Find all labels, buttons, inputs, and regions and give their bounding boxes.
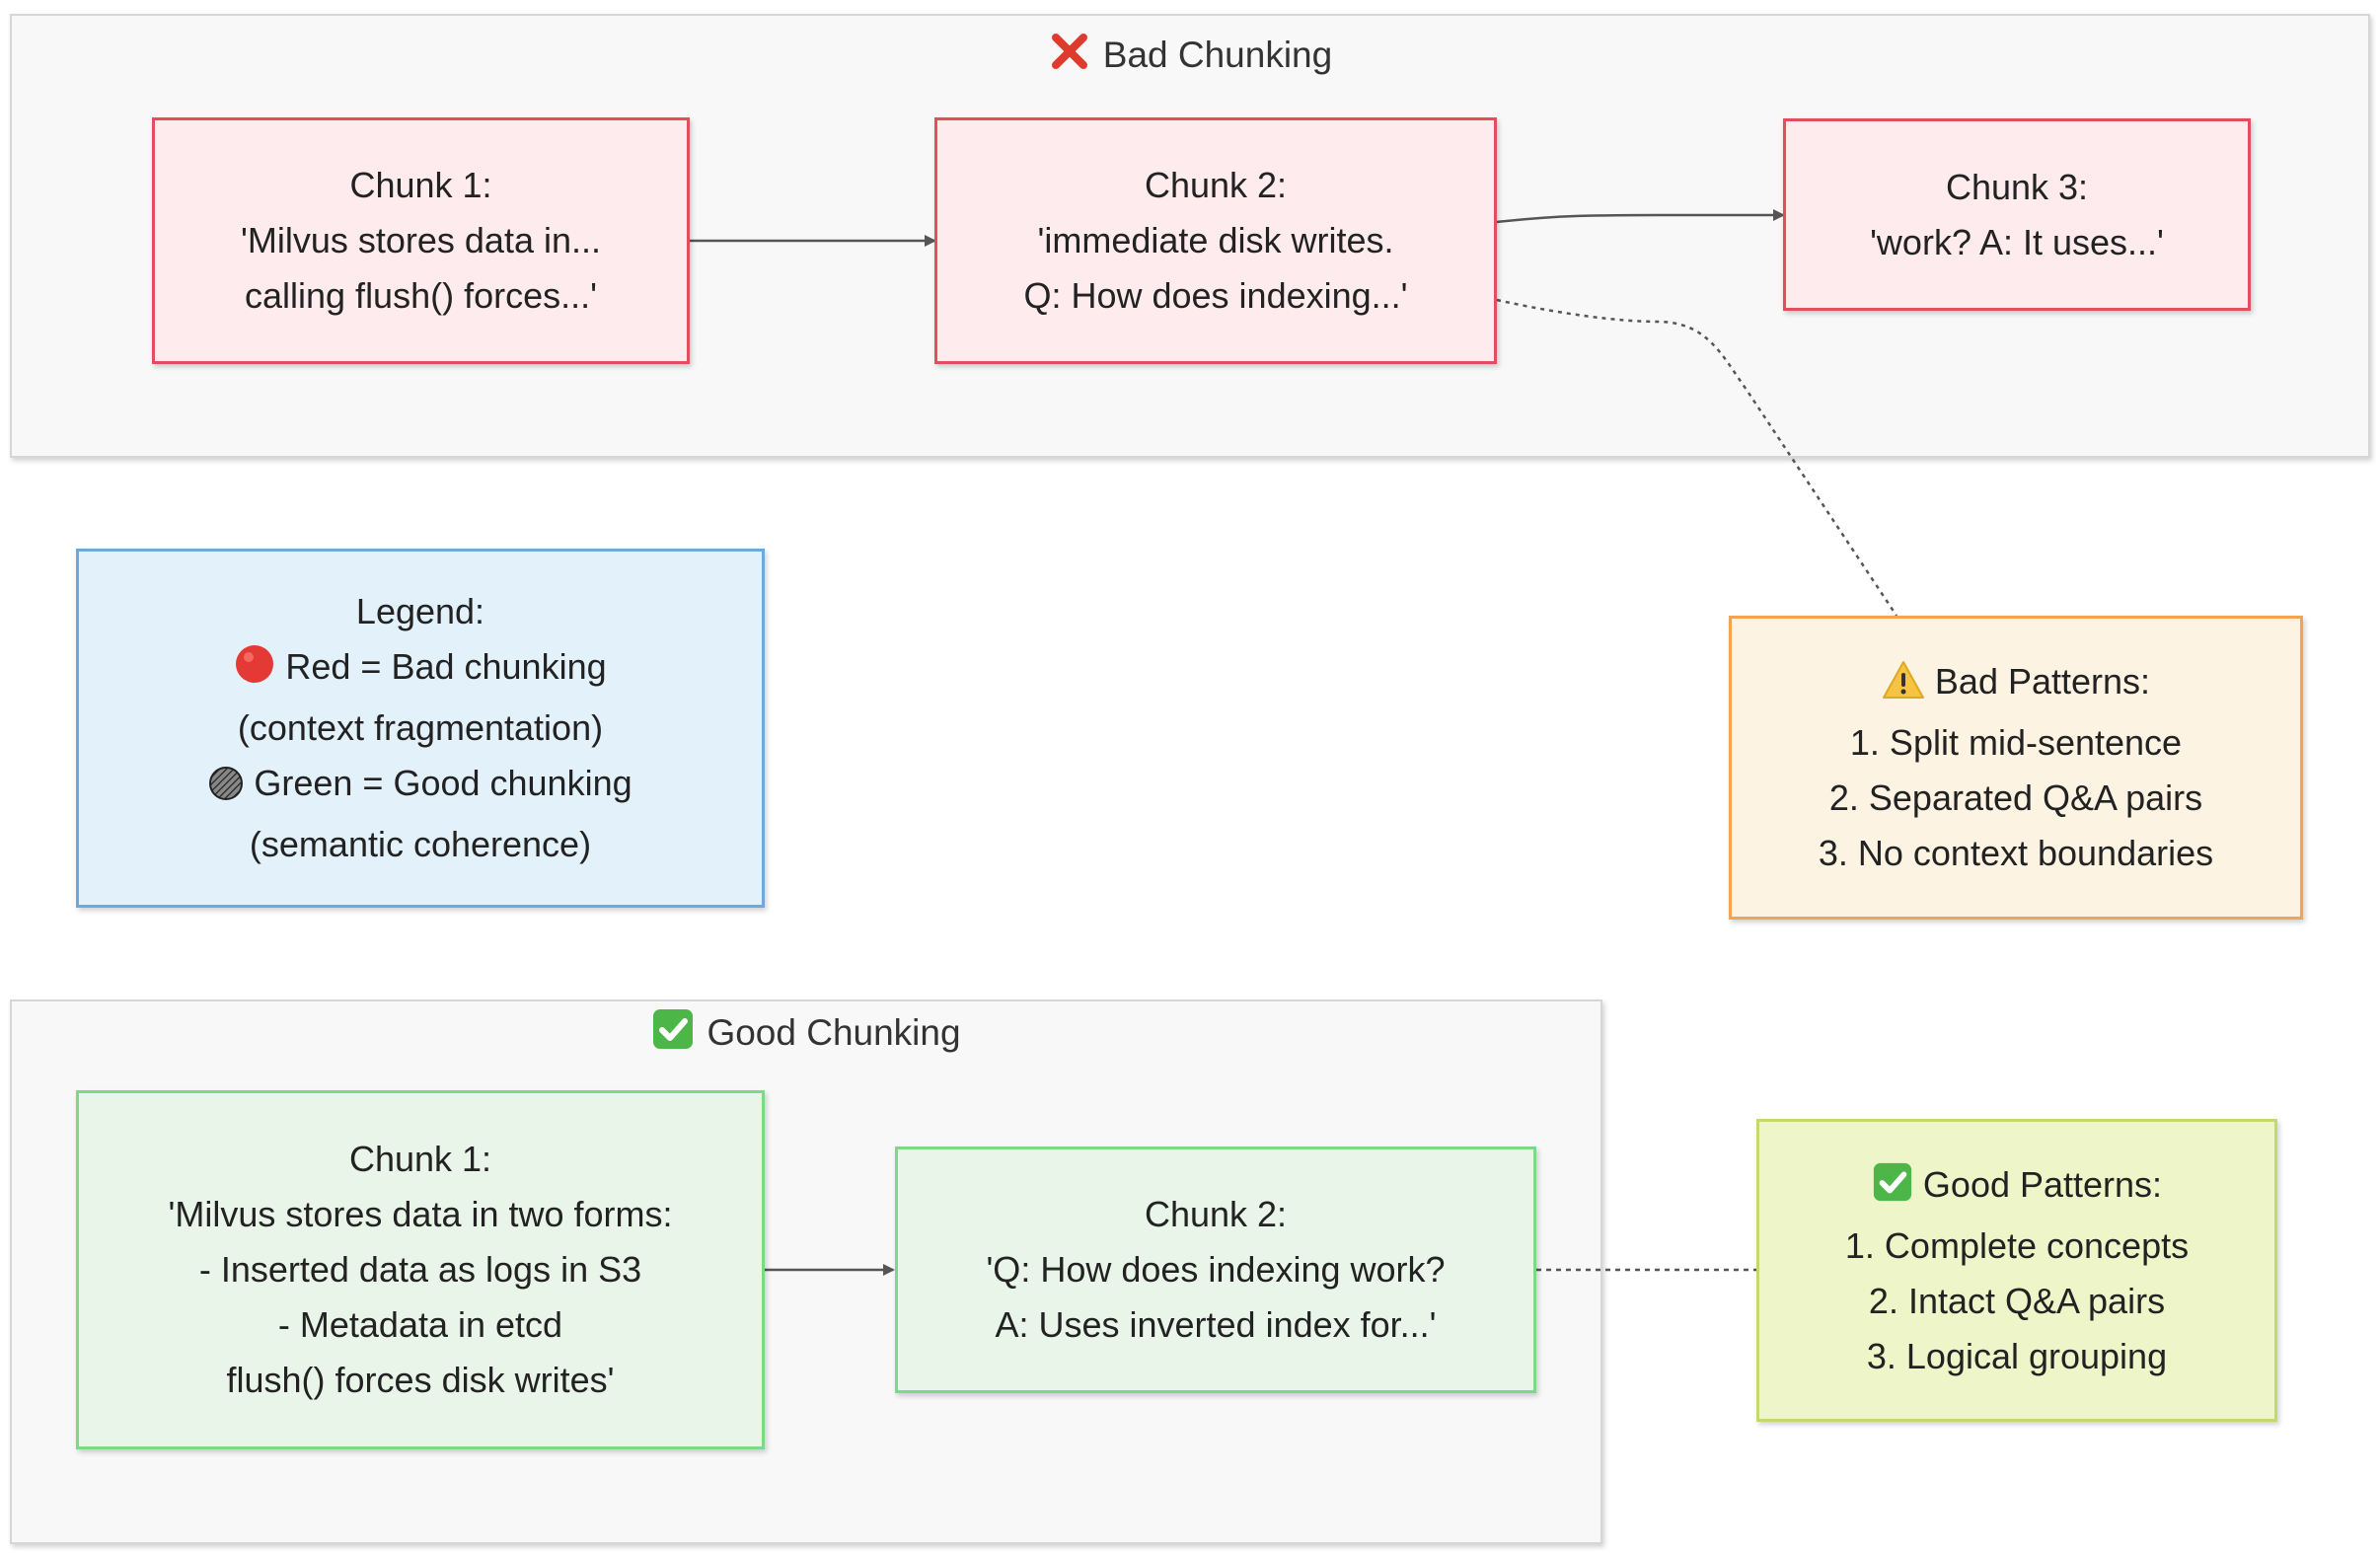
legend-title: Legend: [355, 591, 485, 631]
bad-chunk-3-line: 'work? A: It uses...' [1870, 221, 2164, 262]
bad-chunk-2-line: Q: How does indexing...' [1023, 275, 1408, 316]
bad-chunk-1-line: 'Milvus stores data in... [240, 220, 601, 260]
bad-patterns-box: Bad Patterns: 1. Split mid-sentence 2. S… [1729, 616, 2303, 920]
good-patterns-box: Good Patterns: 1. Complete concepts 2. I… [1756, 1119, 2277, 1422]
good-pattern-item: 3. Logical grouping [1866, 1335, 2168, 1376]
bad-pattern-item: 3. No context boundaries [1818, 833, 2214, 873]
good-chunk-2-line: 'Q: How does indexing work? [986, 1249, 1446, 1290]
bad-pattern-item: 2. Separated Q&A pairs [1828, 777, 2203, 818]
good-patterns-title: Good Patterns: [1872, 1157, 2162, 1219]
hatched-circle-icon [208, 762, 244, 817]
check-mark-icon [651, 1007, 695, 1060]
good-chunk-2-line: A: Uses inverted index for...' [995, 1304, 1437, 1345]
good-chunk-1-line: flush() forces disk writes' [226, 1360, 615, 1400]
bad-pattern-item: 1. Split mid-sentence [1849, 722, 2183, 763]
bad-chunking-title: Bad Chunking [12, 30, 2368, 82]
legend-green-note: (semantic coherence) [249, 824, 592, 864]
legend-red-note: (context fragmentation) [237, 707, 604, 748]
good-chunk-2-title: Chunk 2: [1144, 1194, 1288, 1234]
good-pattern-item: 1. Complete concepts [1844, 1224, 2190, 1266]
good-chunk-1-line: - Inserted data as logs in S3 [198, 1249, 642, 1290]
bad-chunk-1-line: calling flush() forces...' [245, 275, 597, 316]
bad-chunk-3: Chunk 3: 'work? A: It uses...' [1783, 118, 2251, 311]
bad-chunk-2: Chunk 2: 'immediate disk writes. Q: How … [934, 117, 1497, 364]
bad-chunk-2-title: Chunk 2: [1144, 165, 1288, 205]
good-chunk-1-line: 'Milvus stores data in two forms: [168, 1194, 673, 1234]
bad-patterns-title: Bad Patterns: [1882, 654, 2150, 715]
bad-chunk-2-line: 'immediate disk writes. [1037, 220, 1394, 260]
good-chunk-1-title: Chunk 1: [348, 1139, 492, 1179]
bad-chunk-3-title: Chunk 3: [1945, 166, 2089, 207]
bad-chunk-1-title: Chunk 1: [349, 165, 492, 205]
red-circle-icon [234, 643, 275, 701]
legend-box: Legend: Red = Bad chunking (context frag… [76, 549, 765, 908]
legend-green-line: Green = Good chunking [208, 756, 632, 817]
good-chunk-1-line: - Metadata in etcd [277, 1304, 563, 1345]
good-chunking-title: Good Chunking [12, 1007, 1600, 1060]
legend-red-line: Red = Bad chunking [234, 639, 607, 701]
good-chunk-1: Chunk 1: 'Milvus stores data in two form… [76, 1090, 765, 1449]
check-mark-icon [1872, 1161, 1913, 1219]
good-pattern-item: 2. Intact Q&A pairs [1868, 1280, 2166, 1321]
good-chunk-2: Chunk 2: 'Q: How does indexing work? A: … [895, 1146, 1536, 1393]
cross-mark-icon [1048, 30, 1091, 82]
bad-chunk-1: Chunk 1: 'Milvus stores data in... calli… [152, 117, 690, 364]
warning-icon [1882, 660, 1925, 715]
